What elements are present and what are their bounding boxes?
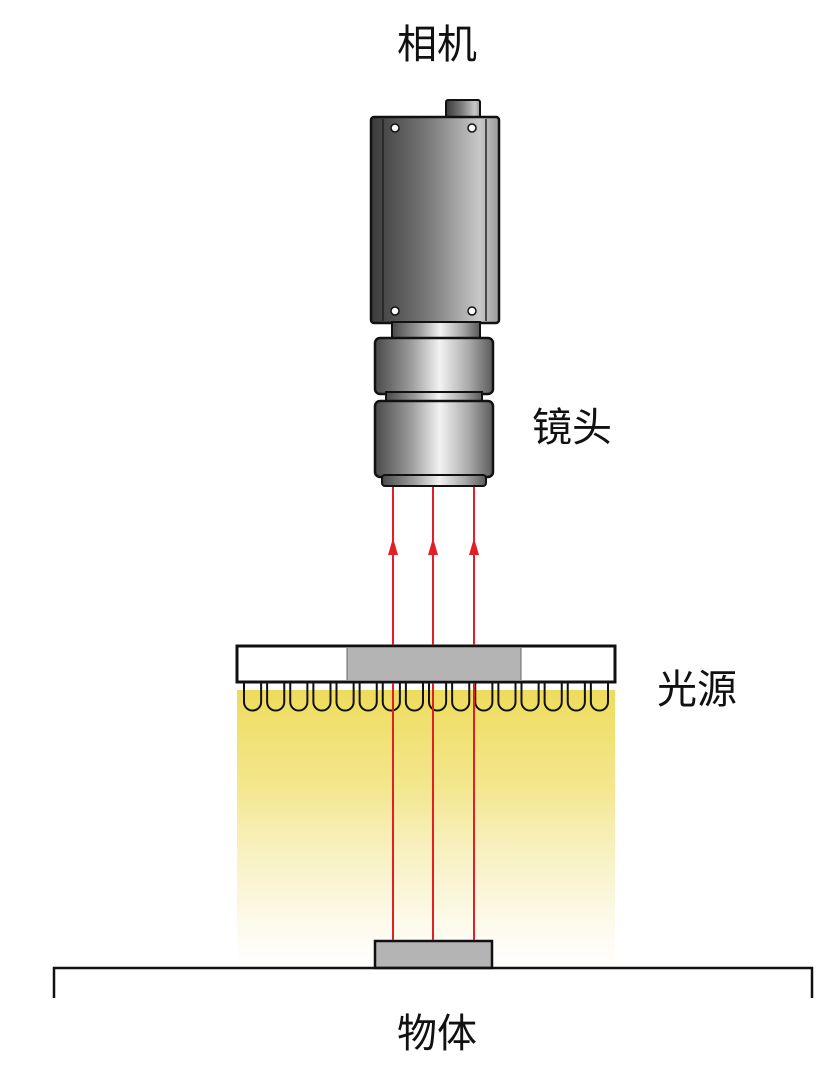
lens-barrel-icon — [373, 321, 495, 487]
filament-loop — [474, 683, 494, 712]
filament-loop — [266, 683, 286, 712]
camera-body-icon — [369, 99, 501, 325]
light-ray — [388, 487, 398, 940]
camera-label: 相机 — [397, 22, 477, 68]
base-bracket — [52, 966, 814, 998]
filament-loop — [520, 683, 540, 712]
light-source-label: 光源 — [657, 667, 737, 713]
filament-loop — [289, 683, 309, 712]
light-glow — [237, 690, 615, 968]
filament-loop — [312, 683, 332, 712]
light-rays — [388, 487, 479, 940]
filament-loop — [381, 683, 401, 712]
filament-loop — [543, 683, 563, 712]
filament-loop — [589, 683, 609, 712]
ray-arrowhead — [388, 538, 398, 555]
filament-loop — [451, 683, 471, 712]
filament-loop — [404, 683, 424, 712]
lens-label: 镜头 — [532, 405, 612, 451]
light-ray — [428, 487, 438, 940]
object-label: 物体 — [397, 1011, 477, 1057]
ring-light-icon — [235, 644, 617, 712]
ray-arrowhead — [428, 538, 438, 555]
filament-loop — [335, 683, 355, 712]
ray-arrowhead — [469, 538, 479, 555]
filament-row — [243, 683, 609, 712]
light-ray — [469, 487, 479, 940]
filament-loop — [243, 683, 263, 712]
filament-loop — [497, 683, 517, 712]
filament-loop — [566, 683, 586, 712]
filament-loop — [358, 683, 378, 712]
object-icon — [373, 939, 494, 970]
filament-loop — [428, 683, 448, 712]
